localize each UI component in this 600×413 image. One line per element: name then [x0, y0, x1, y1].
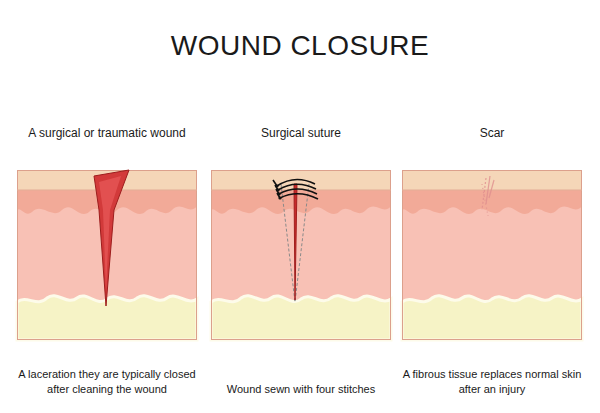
title: WOUND CLOSURE	[0, 30, 600, 62]
panel-caption: A laceration they are typically closed a…	[17, 367, 197, 396]
panel-heading: A surgical or traumatic wound	[28, 126, 185, 142]
skin-block	[211, 170, 391, 340]
panel-heading: Scar	[480, 126, 505, 142]
illustration-panel: Scar A fibrous tissue replaces normal ski…	[397, 126, 587, 396]
panel-heading: Surgical suture	[261, 126, 341, 142]
panel-caption: Wound sewn with four stitches	[227, 382, 375, 396]
skin-block	[402, 170, 582, 340]
panel-caption: A fibrous tissue replaces normal skin af…	[402, 367, 582, 396]
illustration-panel: Surgical sutureWound sewn with four stit…	[206, 126, 396, 396]
skin-block	[17, 170, 197, 340]
illustration-panel: A surgical or traumatic wound A laceratio…	[12, 126, 202, 396]
